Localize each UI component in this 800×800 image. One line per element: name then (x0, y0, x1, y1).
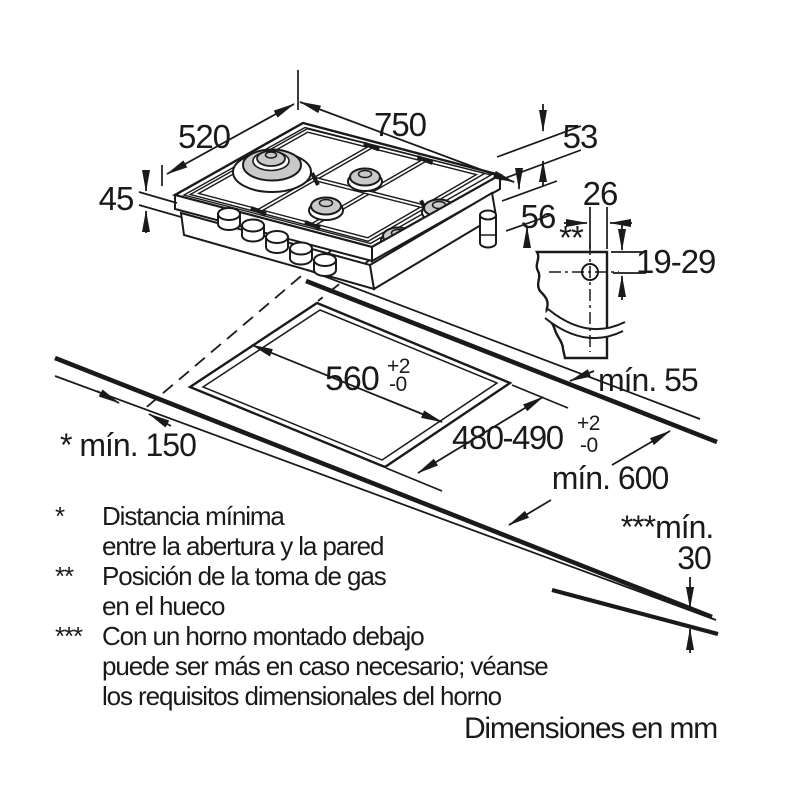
tolerance-plus: +2 (387, 355, 410, 378)
burner (347, 167, 383, 192)
dim-19-29-label: 19-29 (636, 243, 715, 280)
break-gap (543, 309, 627, 339)
min-side-label: * mín. 150 (60, 427, 196, 463)
dim-53-label: 53 (563, 118, 598, 155)
control-knobs (217, 207, 337, 277)
dim-line-480-490 (417, 396, 544, 474)
cutout-width-label: 560 +2 -0 (325, 355, 410, 398)
dim-line-min600-upper (611, 430, 671, 466)
control-knob (289, 241, 313, 266)
gas-position-marker: ** (559, 219, 584, 256)
dim-line-560 (251, 344, 443, 423)
tolerance-minus: -0 (580, 434, 598, 457)
dim-line-min55 (569, 369, 595, 382)
break-line (544, 317, 624, 340)
hob-flange-right (371, 173, 501, 263)
gas-inlet-pipe (479, 209, 497, 249)
min-oven-gap-value: 30 (677, 540, 711, 576)
min-depth-label: mín. 600 (552, 460, 669, 496)
footnote-marker: *** (55, 621, 83, 651)
worktop-rear-edge (299, 266, 701, 420)
break-line (547, 308, 626, 331)
footnote: ** Posición de la toma de gas en el huec… (55, 561, 615, 621)
tolerance-minus: -0 (389, 373, 407, 396)
dim-line-min600-lower (508, 499, 552, 526)
control-knob (313, 253, 337, 277)
dim-56-label: 56 (521, 198, 556, 235)
control-knob (241, 218, 265, 243)
footnote: * Distancia mínima entre la abertura y l… (55, 501, 615, 561)
dim-26-label: 26 (583, 175, 618, 212)
dim-depth-label: 520 (178, 118, 231, 155)
min-oven-gap-prefix: ***mín. (621, 509, 714, 545)
burner (308, 196, 344, 221)
footnote-text: Distancia mínima entre la abertura y la … (102, 501, 385, 561)
projection-line-left (141, 248, 334, 412)
min-rear-label: mín. 55 (598, 362, 698, 398)
footnote-marker: * (55, 501, 65, 531)
units-note: Dimensiones en mm (463, 712, 718, 745)
wall-line (305, 278, 718, 445)
control-knob (265, 230, 289, 254)
dim-45-label: 45 (99, 180, 134, 217)
svg-text:480-490: 480-490 (452, 419, 564, 456)
cutout-depth-label: 480-490 +2 -0 (452, 412, 600, 457)
dim-line-520 (166, 103, 295, 175)
dim-line-750 (299, 101, 515, 183)
dim-width-label: 750 (374, 106, 427, 143)
footnote-marker: ** (55, 561, 74, 591)
footnote-text: Con un horno montado debajo puede ser má… (102, 621, 549, 711)
footnotes: * Distancia mínima entre la abertura y l… (55, 501, 615, 711)
worktop-front-edge (54, 355, 713, 620)
footnote-text: Posición de la toma de gas en el hueco (102, 561, 387, 621)
footnote: *** Con un horno montado debajo puede se… (55, 621, 615, 711)
control-knob (217, 207, 241, 231)
gas-connection-detail (534, 243, 627, 360)
oven-top-line (551, 587, 719, 637)
dimension-lines (96, 101, 694, 653)
tolerance-plus: +2 (577, 412, 600, 435)
svg-text:560: 560 (325, 360, 379, 398)
